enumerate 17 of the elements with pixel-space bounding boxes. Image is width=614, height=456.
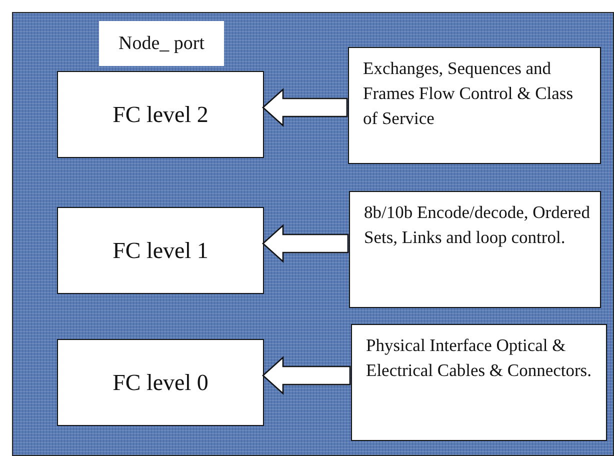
level-box [57, 71, 264, 158]
block-arrow [262, 356, 351, 395]
description-text: Exchanges, Sequences and Frames Flow Control & Class of Service [363, 58, 574, 128]
node-port-panel [12, 12, 614, 456]
description-box [349, 191, 601, 308]
description-text: 8b/10b Encode/decode, Ordered Sets, Links and loop control. [364, 202, 590, 247]
description-text: Physical Interface Optical & Electrical Cables & Connectors. [366, 335, 592, 380]
description-box [351, 324, 607, 441]
description-box [348, 47, 601, 164]
level-label: FC level 2 [112, 102, 208, 128]
level-label: FC level 0 [112, 370, 208, 396]
level-label: FC level 1 [112, 238, 208, 264]
block-arrow [262, 88, 348, 127]
level-box [57, 207, 264, 294]
level-box [57, 339, 264, 426]
panel-heading: Node_ port [99, 21, 224, 66]
block-arrow [262, 224, 349, 263]
